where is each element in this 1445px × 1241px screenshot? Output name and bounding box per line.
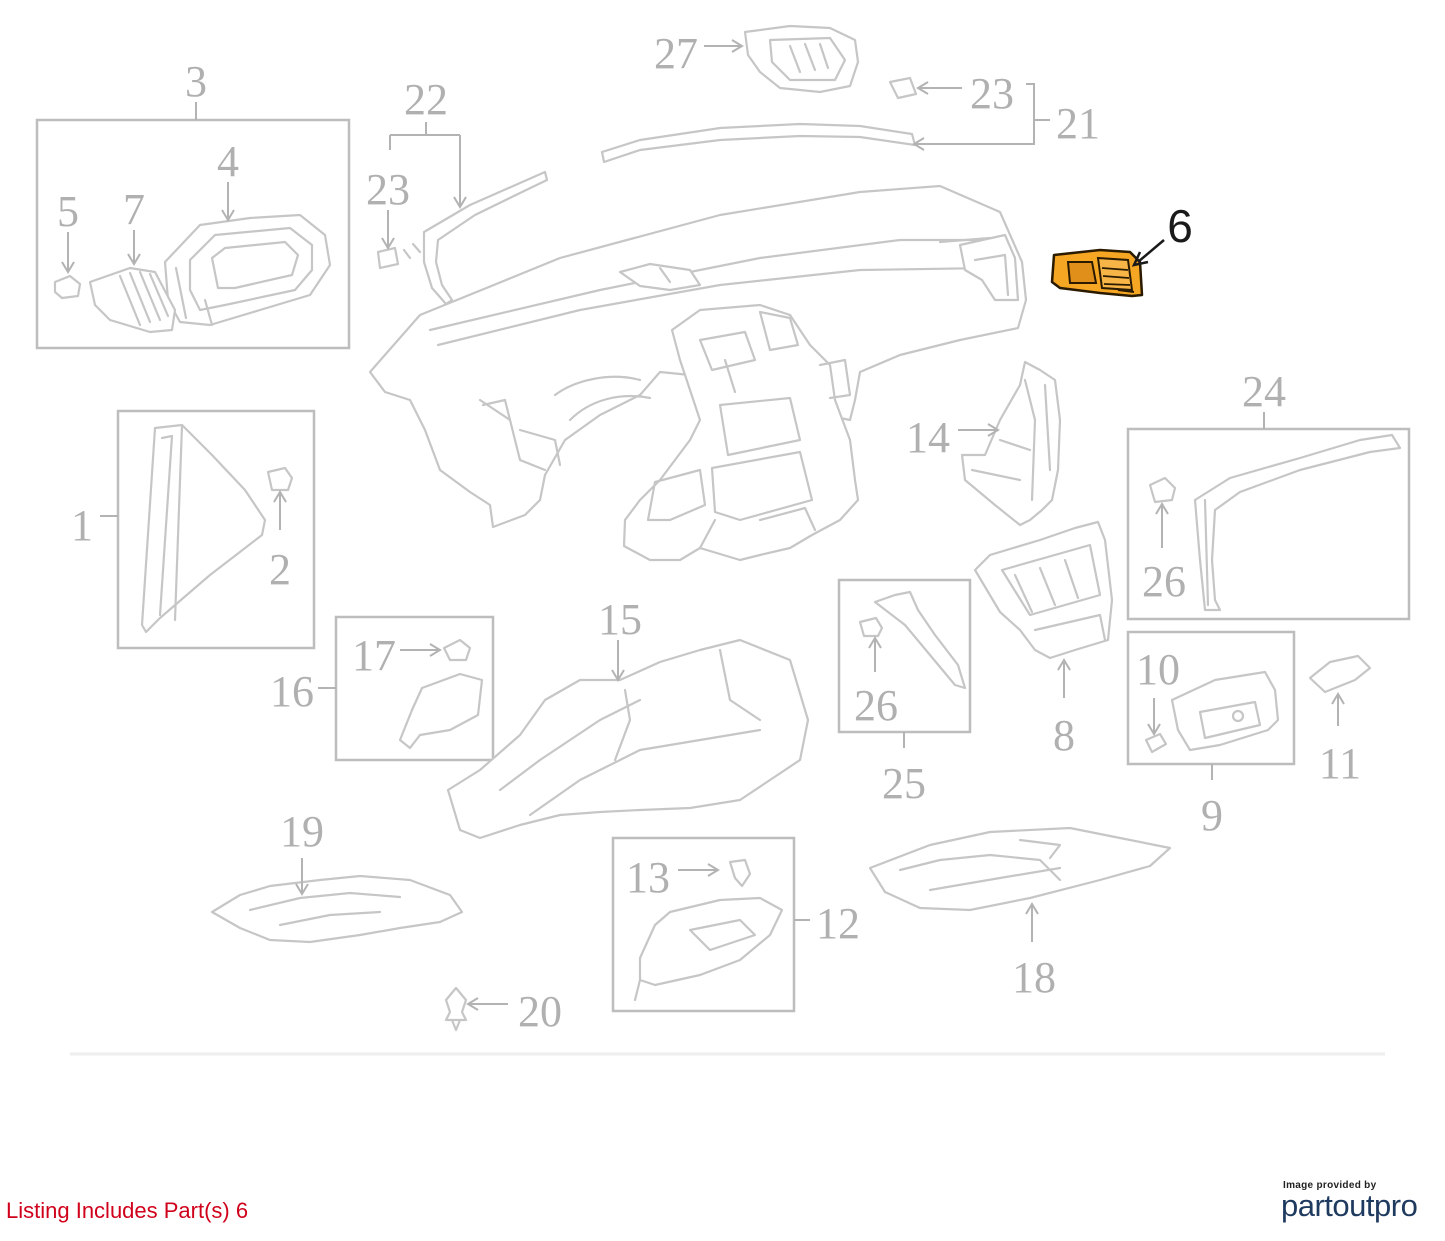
part-11-switch [1308,654,1372,694]
part-12-glovebox [633,896,784,1002]
listing-note: Listing Includes Part(s) 6 [6,1198,249,1223]
part-17-clip [442,638,472,662]
part-7-vent [88,266,177,334]
part-10-clip [1144,732,1168,754]
callout-8: 8 [1053,711,1075,760]
callout-4: 4 [217,137,239,186]
callout-26-right: 26 [1142,557,1186,606]
callout-7: 7 [123,185,145,234]
callout-14: 14 [906,413,950,462]
part-16-cover [398,672,484,750]
group-box-1 [116,409,316,650]
group-box-3 [35,118,351,350]
part-13-screw [728,858,752,888]
part-5-clip [53,274,82,300]
part-18-lower-cover [868,826,1172,912]
part-15-lower-panel [446,638,810,840]
part-19-bracket [210,874,464,944]
callout-25: 25 [882,759,926,808]
callout-18: 18 [1012,953,1056,1002]
callout-1: 1 [71,501,93,550]
callout-20: 20 [518,987,562,1036]
partoutpro-logo: partoutpro [1281,1188,1418,1223]
part-2-clip [266,466,294,492]
image-credit: Image provided by [1283,1180,1377,1191]
part-23-clip-top [888,76,918,100]
dashboard-panel [368,184,1028,562]
callout-16: 16 [270,667,314,716]
part-20-pushpin [444,986,468,1032]
part-22 [376,170,549,306]
callout-10: 10 [1136,645,1180,694]
callout-23-top: 23 [970,69,1014,118]
callout-6-highlighted: 6 [1167,200,1193,252]
callout-13: 13 [626,853,670,902]
callout-11: 11 [1319,739,1361,788]
part-26-clip-center [858,616,884,638]
callout-labels: 3 4 5 7 27 23 21 22 23 6 1 2 14 24 26 16… [57,29,1361,1036]
callout-19: 19 [280,807,324,856]
callout-23-left: 23 [366,165,410,214]
leader-lines [61,39,1345,1011]
part-1-end-panel [140,423,267,634]
callout-2: 2 [269,545,291,594]
callout-24: 24 [1242,367,1286,416]
callout-9: 9 [1201,791,1223,840]
part-27 [743,24,860,94]
callout-12: 12 [816,899,860,948]
callout-26-center: 26 [854,681,898,730]
group-box-12 [611,836,796,1013]
callout-15: 15 [598,595,642,644]
part-4-bezel [163,213,332,327]
callout-21: 21 [1056,99,1100,148]
callout-5: 5 [57,187,79,236]
part-6-vent-highlighted [1050,248,1144,298]
group-box-24 [1126,427,1411,621]
defroster-strip [600,122,917,164]
callout-22: 22 [404,75,448,124]
part-24-pillar [1193,433,1402,612]
part-25-trim [873,590,967,690]
part-8-center-bezel [973,520,1114,660]
part-14-bracket [960,360,1062,527]
callout-27: 27 [654,29,698,78]
part-26-clip-right [1148,476,1177,504]
callout-3: 3 [185,57,207,106]
callout-17: 17 [352,631,396,680]
part-9-switch-panel [1170,670,1280,752]
